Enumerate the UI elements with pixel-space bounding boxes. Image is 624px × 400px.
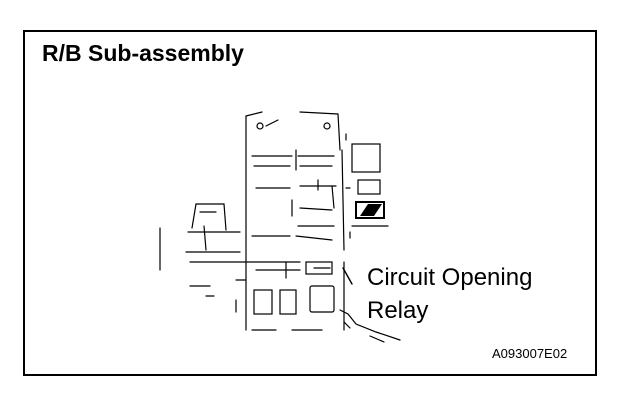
middle-slots [255, 261, 333, 279]
relay-block-housing [235, 111, 345, 331]
figure-frame [23, 30, 597, 376]
callout-leader-line [342, 267, 353, 285]
figure-code: A093007E02 [492, 346, 568, 361]
wire-harness [339, 309, 401, 343]
fuse-row-1 [251, 149, 335, 171]
bottom-relay-sockets [253, 285, 335, 315]
circuit-opening-relay [351, 201, 389, 227]
fuse-row-2 [255, 179, 337, 217]
callout-label-line-2: Relay [367, 297, 429, 324]
figure-title: R/B Sub-assembly [42, 40, 244, 66]
right-relay-column [345, 133, 381, 239]
callout-label-line-1: Circuit Opening [367, 264, 533, 291]
left-connector-cluster [159, 203, 335, 297]
